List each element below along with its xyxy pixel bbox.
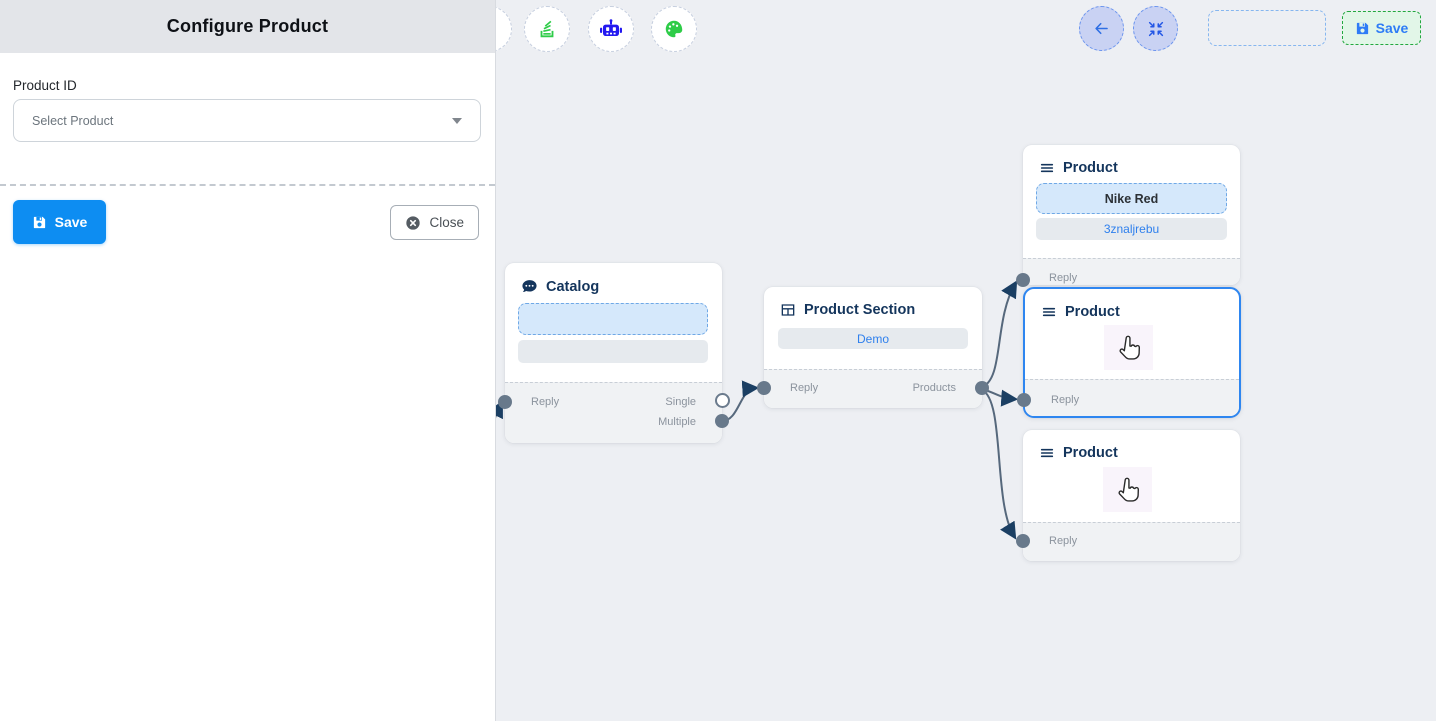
arrow-left-icon <box>1092 19 1111 38</box>
select-placeholder: Select Product <box>32 113 114 128</box>
reply-input-handle[interactable] <box>1016 273 1030 287</box>
single-port-label: Single <box>665 396 696 408</box>
table-icon <box>780 302 796 318</box>
canvas-save-button[interactable]: Save <box>1342 11 1421 45</box>
robot-icon <box>599 17 623 41</box>
reply-port-label: Reply <box>1051 394 1080 406</box>
node-title-label: Product Section <box>804 302 916 318</box>
reply-input-handle[interactable] <box>1017 393 1031 407</box>
back-button[interactable] <box>1079 6 1124 51</box>
panel-title: Configure Product <box>166 16 329 36</box>
bars-icon <box>1039 445 1055 461</box>
hand-cursor-icon <box>1113 475 1143 505</box>
panel-divider <box>0 184 495 186</box>
catalog-empty-field-2[interactable] <box>518 340 708 363</box>
hand-cursor-icon <box>1114 333 1144 363</box>
product-id-label: Product ID <box>13 78 77 93</box>
reply-port-label: Reply <box>1049 272 1078 284</box>
products-output-handle[interactable] <box>975 381 989 395</box>
product-name-value: Nike Red <box>1104 191 1159 206</box>
fit-view-button[interactable] <box>1133 6 1178 51</box>
panel-close-label: Close <box>429 215 464 230</box>
product-id-field[interactable]: 3znaljrebu <box>1036 218 1227 240</box>
toolbar-palette-button[interactable] <box>651 6 697 52</box>
panel-header: Configure Product <box>0 0 495 53</box>
layers-stack-icon <box>536 18 558 40</box>
node-title-label: Product <box>1063 160 1118 176</box>
node-title-label: Product <box>1065 304 1120 320</box>
panel-close-button[interactable]: Close <box>390 205 479 240</box>
node-product-bottom[interactable]: Product Reply <box>1016 430 1240 561</box>
save-floppy-icon <box>32 215 47 230</box>
node-catalog[interactable]: Catalog Reply Single Multiple <box>498 263 730 443</box>
save-floppy-icon <box>1355 21 1370 36</box>
panel-save-label: Save <box>54 214 88 230</box>
reply-input-handle[interactable] <box>757 381 771 395</box>
node-footer <box>505 382 722 443</box>
multiple-output-handle[interactable] <box>715 414 729 428</box>
multiple-port-label: Multiple <box>658 416 696 428</box>
bars-icon <box>1041 304 1057 320</box>
reply-input-handle[interactable] <box>498 395 512 409</box>
products-port-label: Products <box>912 382 956 394</box>
reply-port-label: Reply <box>1049 535 1078 547</box>
toolbar-hidden-button[interactable] <box>496 6 512 52</box>
reply-port-label: Reply <box>790 382 819 394</box>
empty-action-slot[interactable] <box>1208 10 1326 46</box>
node-footer <box>1023 258 1240 285</box>
single-output-handle[interactable] <box>715 393 730 408</box>
product-id-value: 3znaljrebu <box>1103 222 1160 236</box>
toolbar-robot-button[interactable] <box>588 6 634 52</box>
node-title-label: Catalog <box>546 278 600 295</box>
close-circle-icon <box>405 215 421 231</box>
node-footer <box>1025 379 1239 416</box>
palette-icon <box>663 18 685 40</box>
product-name-field[interactable]: Nike Red <box>1036 183 1227 214</box>
cursor-highlight <box>1104 325 1153 370</box>
node-product-section[interactable]: Product Section Demo Reply Products <box>757 287 989 408</box>
cursor-highlight <box>1103 467 1152 512</box>
panel-save-button[interactable]: Save <box>13 200 106 244</box>
reply-input-handle[interactable] <box>1016 534 1030 548</box>
node-product-middle-selected[interactable]: Product Reply <box>1017 287 1241 418</box>
node-product-top[interactable]: Product Nike Red 3znaljrebu Reply <box>1016 145 1240 287</box>
comment-dots-icon <box>521 278 538 295</box>
flow-canvas[interactable]: Save Catalog Reply Single Multiple <box>496 0 1436 721</box>
demo-label: Demo <box>856 331 889 346</box>
canvas-save-label: Save <box>1375 20 1409 36</box>
section-demo-field[interactable]: Demo <box>778 328 968 349</box>
configure-product-panel: Configure Product Product ID Select Prod… <box>0 0 496 721</box>
toolbar-layers-button[interactable] <box>524 6 570 52</box>
catalog-empty-field[interactable] <box>518 303 708 335</box>
node-footer <box>1023 522 1240 561</box>
chevron-down-icon <box>452 117 462 124</box>
product-id-select[interactable]: Select Product <box>13 99 481 142</box>
bars-icon <box>1039 160 1055 176</box>
node-title-label: Product <box>1063 445 1118 461</box>
compress-icon <box>1147 20 1165 38</box>
reply-port-label: Reply <box>531 396 560 408</box>
node-footer <box>764 369 982 408</box>
